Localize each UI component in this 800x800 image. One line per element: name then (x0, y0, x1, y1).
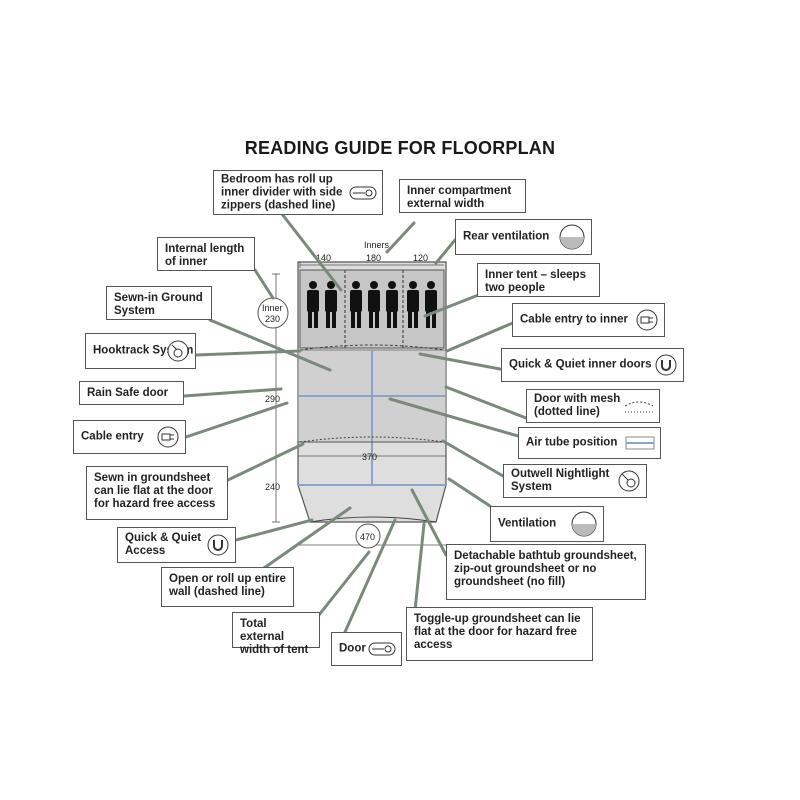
label-sewn-ground: Sewn-in Ground System (106, 286, 212, 320)
dim-180: 180 (366, 253, 381, 263)
plug-icon-2 (157, 426, 179, 448)
mesh-door-icon (624, 401, 654, 413)
label-door-mesh: Door with mesh (dotted line) (526, 389, 660, 423)
vent-icon (559, 224, 585, 250)
dim-290: 290 (265, 394, 280, 404)
label-rain-safe-door: Rain Safe door (79, 381, 184, 405)
label-door: Door (331, 632, 402, 666)
label-cable-entry: Cable entry (73, 420, 186, 454)
label-air-tube: Air tube position (518, 427, 661, 459)
label-inner-tent: Inner tent – sleeps two people (477, 263, 600, 297)
label-toggle: Toggle-up groundsheet can lie flat at th… (406, 607, 593, 661)
dim-inners: Inners (364, 240, 390, 250)
vent-icon-2 (571, 511, 597, 537)
dim-140: 140 (316, 253, 331, 263)
label-bedroom-divider: Bedroom has roll up inner divider with s… (213, 170, 383, 215)
nightlight-icon (618, 470, 640, 492)
dim-240: 240 (265, 482, 280, 492)
magnet-icon-2 (207, 534, 229, 556)
page-title: READING GUIDE FOR FLOORPLAN (244, 138, 556, 158)
dim-470: 470 (360, 532, 375, 542)
label-bathtub: Detachable bathtub groundsheet, zip-out … (446, 544, 646, 600)
label-roll-wall: Open or roll up entire wall (dashed line… (161, 567, 294, 607)
dim-120: 120 (413, 253, 428, 263)
label-inner-width: Inner compartment external width (399, 179, 526, 213)
label-qq-inner-doors: Quick & Quiet inner doors (501, 348, 684, 382)
label-sewn-flat: Sewn in groundsheet can lie flat at the … (86, 466, 228, 520)
label-ventilation: Ventilation (490, 506, 604, 542)
label-nightlight: Outwell Nightlight System (503, 464, 647, 498)
dim-230: 230 (265, 314, 280, 324)
label-qq-access: Quick & Quiet Access (117, 527, 236, 563)
label-total-width: Total external width of tent (232, 612, 320, 656)
dim-inner-label: Inner (262, 303, 283, 313)
dim-370: 370 (362, 452, 377, 462)
label-hooktrack: Hooktrack System (85, 333, 196, 369)
label-cable-inner: Cable entry to inner (512, 303, 665, 337)
air-tube-icon (625, 436, 655, 450)
total-width-badge (355, 523, 381, 549)
hook-icon (167, 340, 189, 362)
label-rear-ventilation: Rear ventilation (455, 219, 592, 255)
magnet-icon (655, 354, 677, 376)
sleeping-figures (307, 281, 437, 328)
leader-lines (182, 212, 528, 634)
zip-icon (349, 186, 377, 199)
plug-icon (636, 309, 658, 331)
zip-icon-2 (368, 642, 396, 656)
label-internal-length: Internal length of inner (157, 237, 255, 271)
